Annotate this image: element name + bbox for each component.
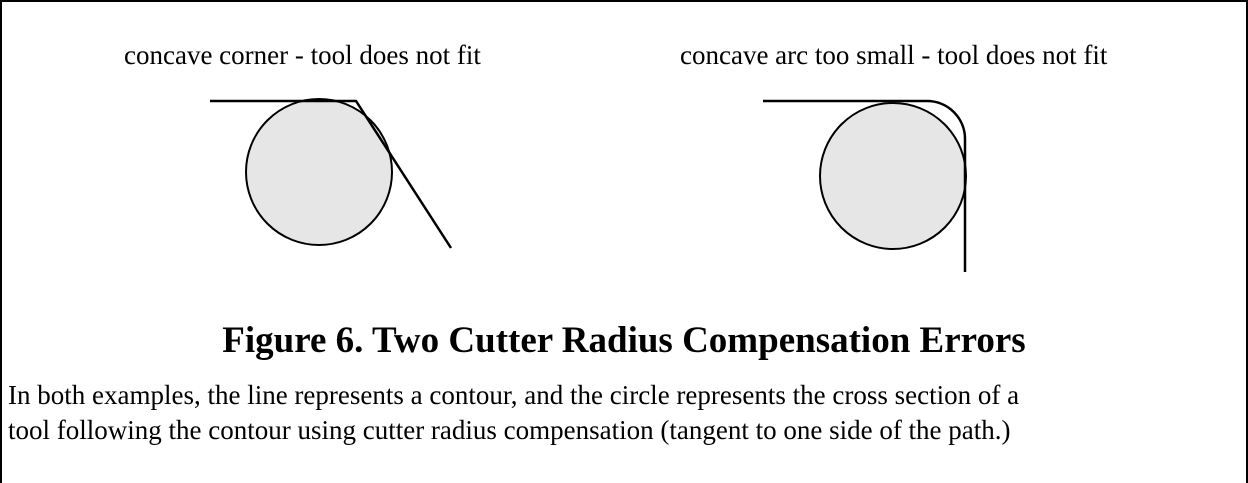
contour-small-arc: [763, 99, 967, 272]
figure-title: Figure 6. Two Cutter Radius Compensation…: [222, 320, 1026, 361]
tool-circle-right: [819, 102, 967, 250]
concave-corner-example: [210, 98, 453, 249]
small-arc-example: [763, 99, 967, 272]
figure-caption: In both examples, the line represents a …: [8, 378, 1240, 448]
contour-corner: [210, 99, 453, 249]
caption-line-1: In both examples, the line represents a …: [8, 380, 1020, 410]
left-panel-label: concave corner - tool does not fit: [124, 40, 481, 70]
right-panel-label: concave arc too small - tool does not fi…: [680, 40, 1108, 70]
caption-line-2: tool following the contour using cutter …: [8, 415, 1011, 445]
tool-circle-left: [245, 98, 393, 246]
